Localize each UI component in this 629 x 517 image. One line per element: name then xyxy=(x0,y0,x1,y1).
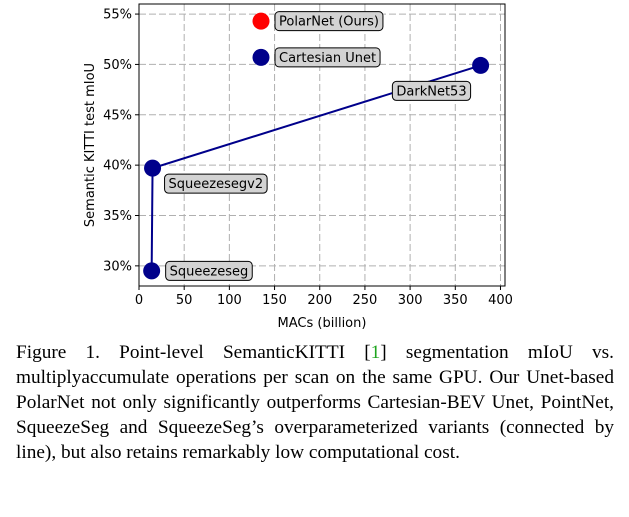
point-label: PolarNet (Ours) xyxy=(274,11,384,32)
point-labels: PolarNet (Ours) Cartesian UnetDarkNet53Sq… xyxy=(164,11,472,281)
x-tick-label: 300 xyxy=(398,293,423,308)
x-tick-label: 150 xyxy=(262,293,287,308)
data-point xyxy=(252,48,270,66)
point-label: Cartesian Unet xyxy=(274,47,381,68)
y-axis-label: Semantic KITTI test mIoU xyxy=(83,63,98,227)
y-tick-label: 50% xyxy=(103,58,132,73)
data-point xyxy=(472,56,490,74)
label-text: Squeezesegv2 xyxy=(169,177,264,192)
label-box xyxy=(391,80,472,101)
y-tick-label: 55% xyxy=(103,8,132,23)
label-text: PolarNet (Ours) xyxy=(279,15,379,30)
caption-prefix: Figure 1. Point-level SemanticKITTI [ xyxy=(16,342,371,363)
figure-caption: Figure 1. Point-level SemanticKITTI [1] … xyxy=(16,340,614,465)
scatter-chart: 0 50 100 150 200 250 300 350 400 30% 35% 40% 45% 50% 5… xyxy=(83,3,513,331)
label-text: DarkNet53 xyxy=(396,84,466,99)
axis-ticks: 0 50 100 150 200 250 300 350 400 30% 35% 40% 45% 50% 5… xyxy=(103,8,513,308)
x-tick-label: 400 xyxy=(488,293,513,308)
label-text: Cartesian Unet xyxy=(279,51,376,66)
label-text: Squeezeseg xyxy=(170,264,249,279)
label-box xyxy=(164,173,268,194)
x-tick-label: 350 xyxy=(443,293,468,308)
grid xyxy=(138,4,505,286)
label-box xyxy=(165,260,253,281)
y-tick-label: 40% xyxy=(103,159,132,174)
caption-suffix: ] segmentation mIoU vs. multiplyaccumula… xyxy=(16,342,615,463)
x-tick-label: 50 xyxy=(176,293,193,308)
data-point xyxy=(144,159,162,177)
x-tick-label: 200 xyxy=(307,293,332,308)
point-label: Squeezeseg xyxy=(165,260,253,281)
y-tick-label: 30% xyxy=(103,259,132,274)
point-label: Squeezesegv2 xyxy=(164,173,268,194)
x-tick-label: 0 xyxy=(135,293,143,308)
label-box xyxy=(274,47,381,68)
label-box xyxy=(274,11,384,32)
plot-area-frame xyxy=(138,3,506,287)
x-axis-label: MACs (billion) xyxy=(278,316,367,331)
data-point xyxy=(143,262,161,280)
x-tick-label: 250 xyxy=(353,293,378,308)
data-point xyxy=(252,12,270,30)
x-tick-label: 100 xyxy=(217,293,242,308)
y-tick-label: 45% xyxy=(103,108,132,123)
citation-link[interactable]: 1 xyxy=(370,342,381,363)
data-points xyxy=(143,12,490,280)
point-label: DarkNet53 xyxy=(391,80,472,101)
y-tick-label: 35% xyxy=(103,209,132,224)
